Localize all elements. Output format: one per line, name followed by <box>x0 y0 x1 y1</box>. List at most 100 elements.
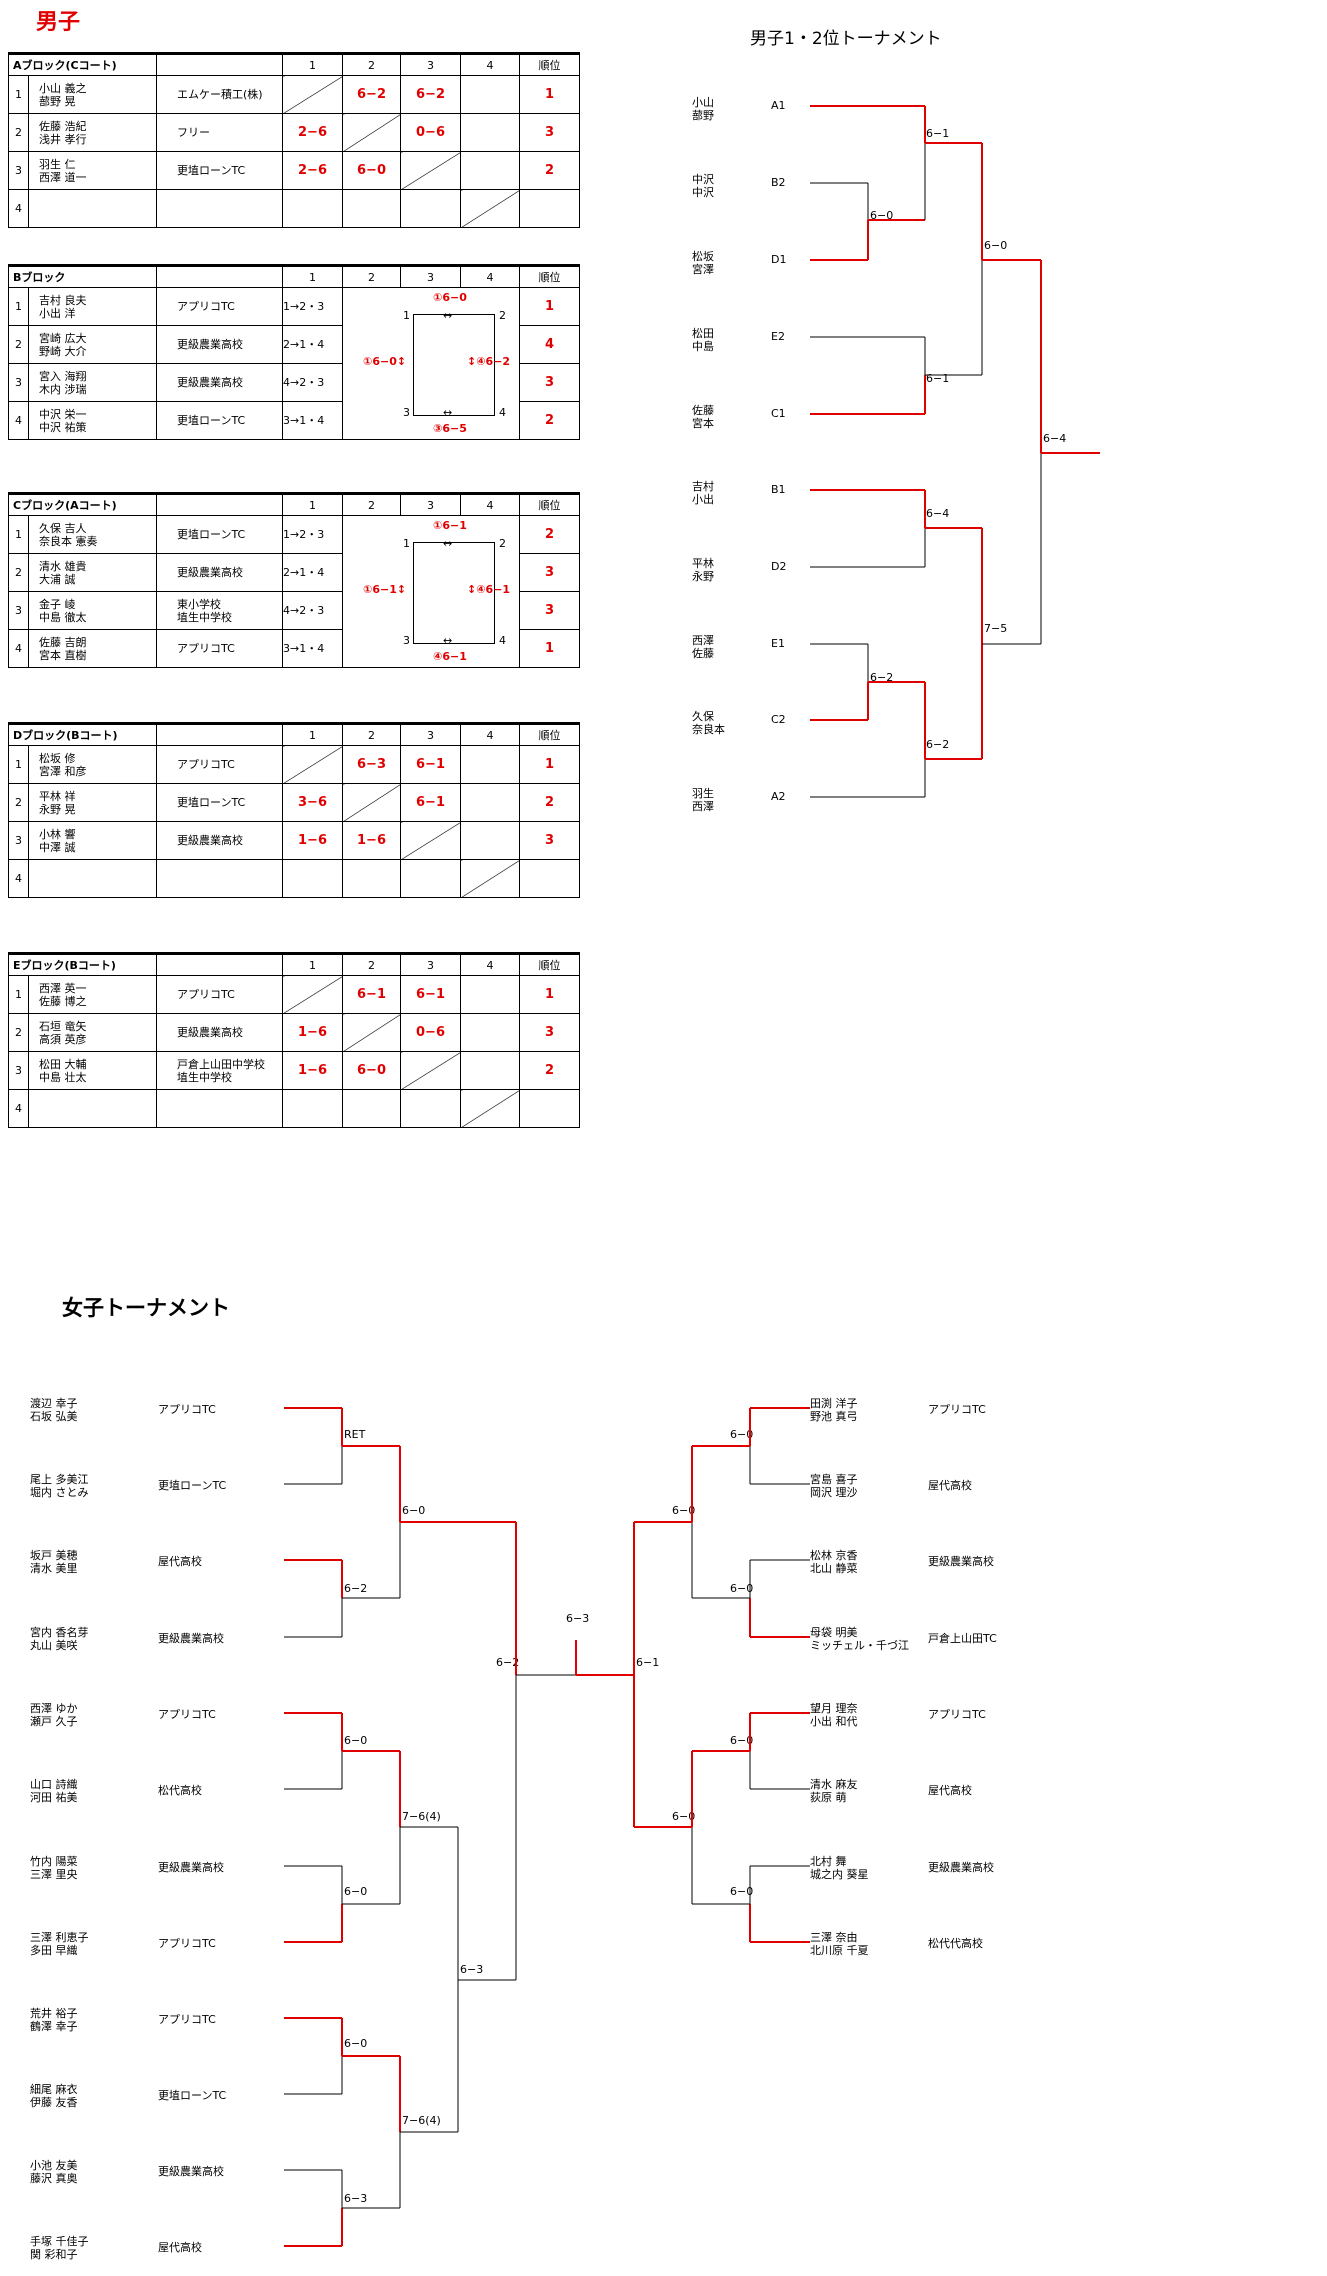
score-left: ①6−1↕ <box>363 583 407 596</box>
seed-label: B1 <box>771 483 786 496</box>
score-cell <box>400 151 462 190</box>
rank-header: 順位 <box>519 52 581 76</box>
score-cell: 6−0 <box>342 1051 402 1090</box>
player-club: アプリコTC <box>158 1403 216 1416</box>
entry-names: 佐藤 宮本 <box>692 404 714 430</box>
entry-names: 小山 蔀野 <box>692 96 714 122</box>
player-names: 石垣 竜矢 高須 英彦 <box>27 1013 158 1052</box>
match-score: 6−0 <box>344 2037 368 2050</box>
rotation: 3→1・4 <box>282 401 344 440</box>
rank-header: 順位 <box>519 722 581 746</box>
seed-label: D1 <box>771 253 787 266</box>
player-club: 屋代高校 <box>928 1479 972 1492</box>
score-cell <box>460 821 521 860</box>
player-names: 佐藤 浩紀 浅井 孝行 <box>27 113 158 152</box>
score-cell <box>400 1089 462 1128</box>
men-title: 男子 <box>36 10 81 35</box>
rank-cell: 3 <box>519 821 581 860</box>
col-2-header: 2 <box>342 952 402 976</box>
seed-label: C1 <box>771 407 786 420</box>
seed-label: B2 <box>771 176 786 189</box>
player-club: アプリコTC <box>158 2013 216 2026</box>
score-cell <box>342 113 402 152</box>
score-cell <box>460 189 521 228</box>
player-names: 松田 大輔 中島 壮太 <box>27 1051 158 1090</box>
col-3-header: 3 <box>400 492 462 516</box>
player-names: 田渕 洋子 野池 真弓 <box>810 1397 858 1423</box>
player-names: 渡辺 幸子 石坂 弘美 <box>30 1397 78 1423</box>
player-names: 中沢 栄一 中沢 祐策 <box>27 401 158 440</box>
block-title: Eブロック(Bコート) <box>7 952 158 976</box>
match-score: 6−0 <box>672 1504 696 1517</box>
rank-cell: 1 <box>519 75 581 114</box>
match-score: 7−6(4) <box>402 1810 441 1823</box>
player-club: アプリコTC <box>156 287 284 326</box>
player-club <box>156 189 284 228</box>
entry-names: 平林 永野 <box>692 557 714 583</box>
match-score: 6−3 <box>566 1612 590 1625</box>
score-cell: 6−0 <box>342 151 402 190</box>
table-row: 4 <box>8 859 581 898</box>
player-club: 更級農業高校 <box>158 1861 224 1874</box>
match-score: 6−0 <box>344 1734 368 1747</box>
score-cell: 1−6 <box>342 821 402 860</box>
player-club: 更級農業高校 <box>158 2165 224 2178</box>
rank-cell <box>519 859 581 898</box>
player-club: アプリコTC <box>156 975 284 1014</box>
match-score: 6−3 <box>460 1963 484 1976</box>
player-club: 更埴ローンTC <box>156 515 284 554</box>
women-tournament-title: 女子トーナメント <box>62 1296 230 1320</box>
match-score: 6−2 <box>496 1656 520 1669</box>
col-2-header: 2 <box>342 52 402 76</box>
player-names: 細尾 麻衣 伊藤 友香 <box>30 2083 78 2109</box>
match-score: 7−5 <box>984 622 1008 635</box>
men-tournament-title: 男子1・2位トーナメント <box>750 29 942 49</box>
arrow-bottom: ↔ <box>443 634 453 647</box>
pos-4: 4 <box>499 634 507 647</box>
score-top: ①6−0 <box>433 291 467 304</box>
match-score: 6−0 <box>730 1428 754 1441</box>
player-names: 平林 祥 永野 晃 <box>27 783 158 822</box>
rank-header: 順位 <box>519 492 581 516</box>
player-names: 竹内 陽菜 三澤 里央 <box>30 1855 78 1881</box>
score-cell: 2−6 <box>282 151 344 190</box>
rank-cell <box>519 1089 581 1128</box>
player-names: 手塚 千佳子 関 彩和子 <box>30 2235 89 2261</box>
player-names: 尾上 多美江 堀内 さとみ <box>30 1473 89 1499</box>
score-cell <box>400 859 462 898</box>
pos-1: 1 <box>403 309 411 322</box>
seed-label: E1 <box>771 637 785 650</box>
rank-cell: 3 <box>519 113 581 152</box>
rotation: 1→2・3 <box>282 515 344 554</box>
seed-label: A2 <box>771 790 786 803</box>
player-club <box>156 1089 284 1128</box>
player-names <box>27 859 158 898</box>
rank-cell: 1 <box>519 629 581 668</box>
match-score: 6−4 <box>926 507 950 520</box>
player-names: 久保 吉人 奈良本 憲奏 <box>27 515 158 554</box>
col-3-header: 3 <box>400 264 462 288</box>
match-score: 6−0 <box>672 1810 696 1823</box>
player-club: 更級農業高校 <box>928 1555 994 1568</box>
player-names: 宮崎 広大 野崎 大介 <box>27 325 158 364</box>
rotation: 3→1・4 <box>282 629 344 668</box>
pos-2: 2 <box>499 309 507 322</box>
player-club: 松代代高校 <box>928 1937 983 1950</box>
match-score: 6−0 <box>730 1582 754 1595</box>
score-cell <box>460 745 521 784</box>
seed-label: E2 <box>771 330 785 343</box>
score-cell <box>460 859 521 898</box>
rank-cell: 3 <box>519 1013 581 1052</box>
player-names: 山口 詩織 河田 祐美 <box>30 1778 78 1804</box>
player-club: エムケー積工(株) <box>156 75 284 114</box>
pos-3: 3 <box>403 634 411 647</box>
score-cell <box>342 783 402 822</box>
score-right: ↕④6−2 <box>467 355 511 368</box>
rank-cell: 2 <box>519 783 581 822</box>
